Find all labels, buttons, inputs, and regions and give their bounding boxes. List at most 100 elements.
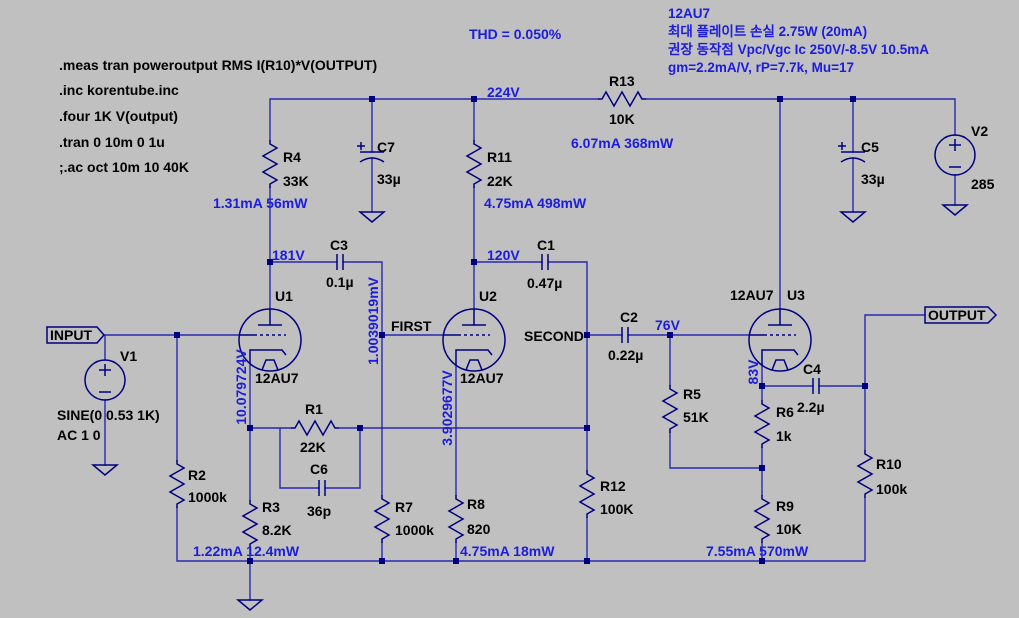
resistor-r7-name[interactable]: R7 <box>395 499 413 515</box>
net-label-second[interactable]: SECOND <box>524 328 584 344</box>
wire-input[interactable] <box>103 334 240 461</box>
tube-u1-name[interactable]: U1 <box>275 288 293 304</box>
grounds[interactable] <box>90 204 970 611</box>
capacitor-c5-symbol[interactable] <box>838 142 866 163</box>
wire-b-plus-224v[interactable] <box>269 98 599 153</box>
resistor-r9-value[interactable]: 10K <box>776 521 802 537</box>
resistor-r11-name[interactable]: R11 <box>487 149 512 165</box>
capacitor-c2-name[interactable]: C2 <box>620 309 638 325</box>
input-port-flag[interactable] <box>46 326 105 344</box>
wire-ground-rail[interactable] <box>176 497 866 601</box>
capacitor-c6-symbol[interactable] <box>318 480 326 496</box>
wire-ground-leads[interactable] <box>104 157 956 466</box>
ground-icon[interactable] <box>235 599 265 611</box>
tube-u3-name[interactable]: U3 <box>787 287 805 303</box>
wire-second[interactable] <box>547 261 623 471</box>
resistor-r10-symbol[interactable] <box>857 449 873 499</box>
ground-icon[interactable] <box>357 211 387 223</box>
resistor-r10-name[interactable]: R10 <box>876 456 902 472</box>
source-v1-value[interactable]: SINE(0 0.53 1K) <box>57 407 160 423</box>
resistor-r6-symbol[interactable] <box>754 399 770 449</box>
tube-u3-symbol[interactable] <box>748 308 812 372</box>
resistor-r6-name[interactable]: R6 <box>776 404 794 420</box>
source-v1-ac[interactable]: AC 1 0 <box>57 427 101 443</box>
tube-u1-model[interactable]: 12AU7 <box>255 370 299 386</box>
capacitor-c2-value[interactable]: 0.22µ <box>608 347 643 363</box>
wire-u1-plate[interactable] <box>269 187 338 310</box>
resistor-r12-name[interactable]: R12 <box>600 478 626 494</box>
resistor-r4-value[interactable]: 33K <box>283 173 309 189</box>
wire-feedback[interactable] <box>324 427 588 489</box>
capacitor-c7-name[interactable]: C7 <box>377 139 395 155</box>
resistor-r12-value[interactable]: 100K <box>600 501 633 517</box>
resistor-r5-value[interactable]: 51K <box>683 409 709 425</box>
capacitor-c1-value[interactable]: 0.47µ <box>527 275 562 291</box>
wire-b-plus-supply[interactable] <box>645 98 956 310</box>
capacitor-c3-value[interactable]: 0.1µ <box>326 274 354 290</box>
resistor-r8-symbol[interactable] <box>448 494 464 544</box>
resistor-r11-value[interactable]: 22K <box>487 173 513 189</box>
spice-directive-four[interactable]: .four 1K V(output) <box>59 108 178 124</box>
resistor-r5-name[interactable]: R5 <box>683 386 701 402</box>
ground-icon[interactable] <box>90 464 120 476</box>
resistor-r13-name[interactable]: R13 <box>609 73 635 89</box>
resistor-r8-value[interactable]: 820 <box>467 521 491 537</box>
resistor-r2-symbol[interactable] <box>169 459 185 509</box>
capacitor-c4-symbol[interactable] <box>812 378 820 394</box>
resistor-r1-name[interactable]: R1 <box>305 401 323 417</box>
resistor-r13-symbol[interactable] <box>597 91 647 107</box>
wire-u1-cathode[interactable] <box>249 363 320 501</box>
resistor-r3-value[interactable]: 8.2K <box>262 522 292 538</box>
resistor-r9-symbol[interactable] <box>754 494 770 544</box>
capacitors[interactable] <box>318 142 866 496</box>
wire-first[interactable] <box>342 261 444 496</box>
capacitor-c5-value[interactable]: 33µ <box>861 171 885 187</box>
resistor-r2-name[interactable]: R2 <box>188 467 206 483</box>
resistor-r7-symbol[interactable] <box>374 494 390 544</box>
tube-u2-model[interactable]: 12AU7 <box>460 370 504 386</box>
wires[interactable] <box>103 98 956 601</box>
source-circle[interactable] <box>934 134 976 176</box>
net-label-first[interactable]: FIRST <box>391 318 432 334</box>
output-port-flag[interactable] <box>924 306 998 324</box>
wire-u3-cathode[interactable] <box>761 364 814 496</box>
resistor-r3-name[interactable]: R3 <box>262 499 280 515</box>
resistor-r11-symbol[interactable] <box>466 139 482 189</box>
source-v1-name[interactable]: V1 <box>120 348 137 364</box>
resistor-r10-value[interactable]: 100k <box>876 481 907 497</box>
ground-icon[interactable] <box>940 204 970 216</box>
capacitor-c5-name[interactable]: C5 <box>861 139 879 155</box>
ground-icon[interactable] <box>838 211 868 223</box>
spice-directive-meas[interactable]: .meas tran poweroutput RMS I(R10)*V(OUTP… <box>59 57 377 73</box>
resistor-r5-symbol[interactable] <box>662 384 678 434</box>
spice-directive-inc[interactable]: .inc korentube.inc <box>59 82 179 98</box>
capacitor-c1-name[interactable]: C1 <box>537 237 555 253</box>
tube-u2-name[interactable]: U2 <box>479 288 497 304</box>
resistor-r4-name[interactable]: R4 <box>283 149 301 165</box>
capacitor-c3-name[interactable]: C3 <box>330 237 348 253</box>
capacitor-c6-value[interactable]: 36p <box>307 503 331 519</box>
capacitor-c4-value[interactable]: 2.2µ <box>797 399 825 415</box>
capacitor-c1-symbol[interactable] <box>541 254 549 270</box>
resistor-r9-name[interactable]: R9 <box>776 498 794 514</box>
input-port-label[interactable]: INPUT <box>50 327 92 343</box>
capacitor-c6-name[interactable]: C6 <box>310 461 328 477</box>
resistors[interactable] <box>169 91 873 549</box>
wire-u3-grid[interactable] <box>627 334 763 469</box>
output-port-label[interactable]: OUTPUT <box>928 307 986 323</box>
source-circle[interactable] <box>84 359 126 401</box>
resistor-r6-value[interactable]: 1k <box>776 428 792 444</box>
capacitor-c7-value[interactable]: 33µ <box>377 171 401 187</box>
wire-output[interactable] <box>818 314 926 451</box>
resistor-r8-name[interactable]: R8 <box>467 496 485 512</box>
tube-u1-symbol[interactable] <box>238 308 302 372</box>
resistor-r7-value[interactable]: 1000k <box>395 522 434 538</box>
capacitor-c3-symbol[interactable] <box>336 254 344 270</box>
voltage-source-v1-symbol[interactable] <box>84 359 126 401</box>
resistor-r4-symbol[interactable] <box>262 139 278 189</box>
wire-u2-plate[interactable] <box>473 187 543 310</box>
resistor-r3-symbol[interactable] <box>242 499 258 549</box>
tube-u2-symbol[interactable] <box>442 308 506 372</box>
resistor-r12-symbol[interactable] <box>579 469 595 519</box>
